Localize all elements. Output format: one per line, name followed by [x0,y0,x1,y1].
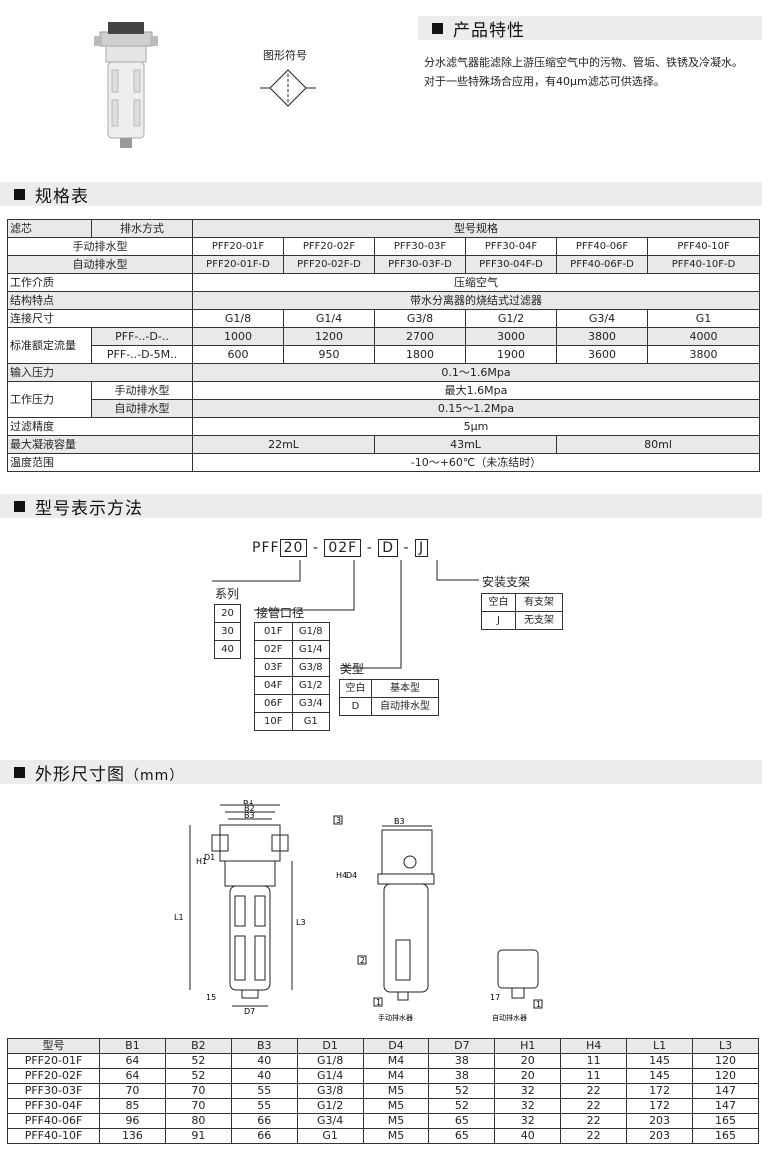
spec-header: 规格表 [0,182,762,207]
svg-text:B1: B1 [243,800,254,806]
svg-text:D7: D7 [244,1007,255,1016]
filter-symbol-icon [260,69,316,107]
svg-text:自动排水器: 自动排水器 [492,1013,527,1022]
svg-text:D4: D4 [346,871,357,880]
mount-label: 安装支架 [482,575,531,589]
features-line1: 分水滤气器能滤除上游压缩空气中的污物、管垢、铁锈及冷凝水。 [424,56,743,69]
product-image [94,22,158,148]
svg-text:B2: B2 [244,804,255,813]
svg-text:L1: L1 [174,913,184,922]
svg-text:17: 17 [490,993,500,1002]
svg-text:L3: L3 [296,918,306,927]
svg-text:3: 3 [336,816,341,825]
svg-text:B3: B3 [244,811,255,820]
svg-text:15: 15 [206,993,216,1002]
code-header: 型号表示方法 [0,494,762,519]
dims-header: 外形尺寸图（mm） [0,760,762,785]
svg-text:H4: H4 [336,871,347,880]
features-header: 产品特性 [418,16,762,41]
series-label: 系列 [215,587,240,601]
svg-text:1: 1 [536,1000,541,1009]
svg-text:H1: H1 [196,857,207,866]
symbol-label: 图形符号 [263,49,307,62]
svg-text:D1: D1 [204,853,215,862]
dimension-drawing: B1 B2 B3 L1 L3 H1 D1 15 D7 B3 H4 D4 3 2 … [174,800,543,1022]
features-line2: 对于一些特殊场合应用，有40μm滤芯可供选择。 [424,75,665,88]
type-label: 类型 [340,662,365,676]
svg-text:手动排水器: 手动排水器 [378,1013,413,1022]
port-label: 接管口径 [256,606,305,620]
svg-text:1: 1 [376,998,381,1007]
svg-text:B3: B3 [394,817,405,826]
series-table: 20 30 40 [214,604,241,659]
svg-text:2: 2 [360,956,365,965]
